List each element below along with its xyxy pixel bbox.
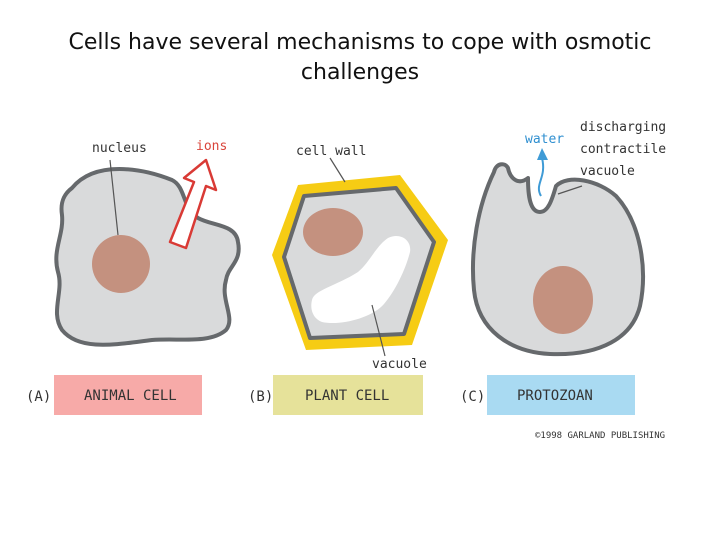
page-title: Cells have several mechanisms to cope wi…: [0, 28, 720, 88]
contractile-pointer-line: [557, 185, 583, 195]
vacuole-label: vacuole: [372, 357, 427, 372]
contractile-label-line-1: discharging: [580, 120, 666, 135]
vacuole-pointer-line: [371, 304, 386, 357]
contractile-label-line-2: contractile: [580, 142, 666, 157]
water-label: water: [525, 132, 564, 147]
ions-label: ions: [196, 139, 227, 154]
water-arrow: [537, 157, 545, 197]
ions-arrow: [168, 158, 218, 250]
panel-b-band: [273, 375, 423, 415]
animal-nucleus: [92, 235, 150, 293]
title-line-2: challenges: [300, 60, 420, 85]
copyright-notice: ©1998 GARLAND PUBLISHING: [535, 431, 665, 441]
title-line-1: Cells have several mechanisms to cope wi…: [68, 30, 652, 55]
protozoan-cell-body: [470, 162, 645, 357]
cell-wall-pointer-line: [329, 157, 346, 183]
panel-b-name: PLANT CELL: [305, 388, 389, 404]
panel-a-band: [54, 375, 202, 415]
protozoan-nucleus: [533, 266, 593, 334]
nucleus-pointer-line: [109, 159, 119, 236]
panel-a-letter: (A): [26, 389, 51, 405]
plant-nucleus: [303, 208, 363, 256]
plant-vacuole: [311, 235, 411, 324]
panel-a-name: ANIMAL CELL: [84, 388, 177, 404]
nucleus-label: nucleus: [92, 141, 147, 156]
water-arrow-head: [537, 148, 548, 160]
contractile-label-line-3: vacuole: [580, 164, 635, 179]
cell-wall-label: cell wall: [296, 144, 366, 159]
panel-c-name: PROTOZOAN: [517, 388, 593, 404]
panel-c-letter: (C): [460, 389, 485, 405]
panel-b-letter: (B): [248, 389, 273, 405]
panel-c-band: [487, 375, 635, 415]
